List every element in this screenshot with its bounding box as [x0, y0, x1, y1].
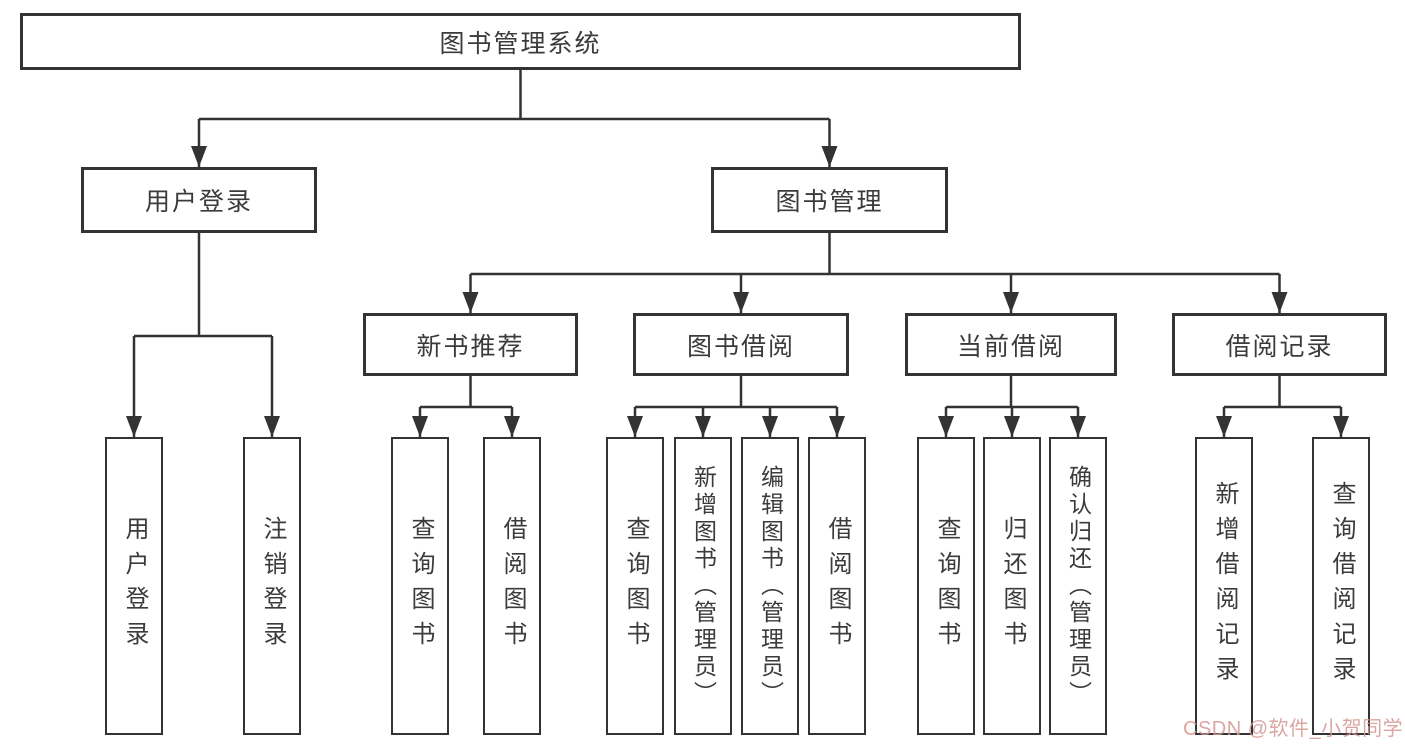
node-query-books-recommend: 查询图书	[391, 437, 449, 735]
node-borrowing-records: 借阅记录	[1172, 313, 1387, 376]
node-add-borrow-record: 新增借阅记录	[1195, 437, 1253, 735]
node-label: 编辑图书（管理员）	[757, 464, 784, 708]
node-label: 归还图书	[999, 516, 1026, 656]
node-user-login-module: 用户登录	[81, 167, 317, 233]
node-confirm-return-admin: 确认归还（管理员）	[1049, 437, 1107, 735]
node-label: 新增借阅记录	[1211, 481, 1238, 691]
node-user-login: 用户登录	[105, 437, 163, 735]
node-label: 借阅图书	[824, 516, 851, 656]
node-borrow-books: 借阅图书	[808, 437, 866, 735]
node-user-logout: 注销登录	[243, 437, 301, 735]
node-label: 查询图书	[407, 516, 434, 656]
node-return-books: 归还图书	[983, 437, 1041, 735]
node-label: 查询图书	[622, 516, 649, 656]
node-query-borrow-record: 查询借阅记录	[1312, 437, 1370, 735]
node-label: 借阅图书	[499, 516, 526, 656]
node-label: 注销登录	[259, 516, 286, 656]
node-book-management-module: 图书管理	[711, 167, 948, 233]
csdn-watermark: CSDN @软件_小贺同学	[1183, 718, 1404, 740]
node-new-book-recommend: 新书推荐	[363, 313, 578, 376]
node-add-books-admin: 新增图书（管理员）	[674, 437, 732, 735]
node-label: 查询借阅记录	[1328, 481, 1355, 691]
node-book-borrowing: 图书借阅	[633, 313, 849, 376]
node-query-books-current: 查询图书	[917, 437, 975, 735]
node-label: 新增图书（管理员）	[690, 464, 717, 708]
node-query-books-borrow: 查询图书	[606, 437, 664, 735]
node-current-borrowing: 当前借阅	[905, 313, 1117, 376]
node-library-management-system: 图书管理系统	[20, 13, 1021, 70]
node-label: 查询图书	[933, 516, 960, 656]
node-borrow-books-recommend: 借阅图书	[483, 437, 541, 735]
arrowheads	[126, 146, 1349, 437]
node-label: 用户登录	[121, 516, 148, 656]
node-edit-books-admin: 编辑图书（管理员）	[741, 437, 799, 735]
node-label: 确认归还（管理员）	[1065, 464, 1092, 708]
